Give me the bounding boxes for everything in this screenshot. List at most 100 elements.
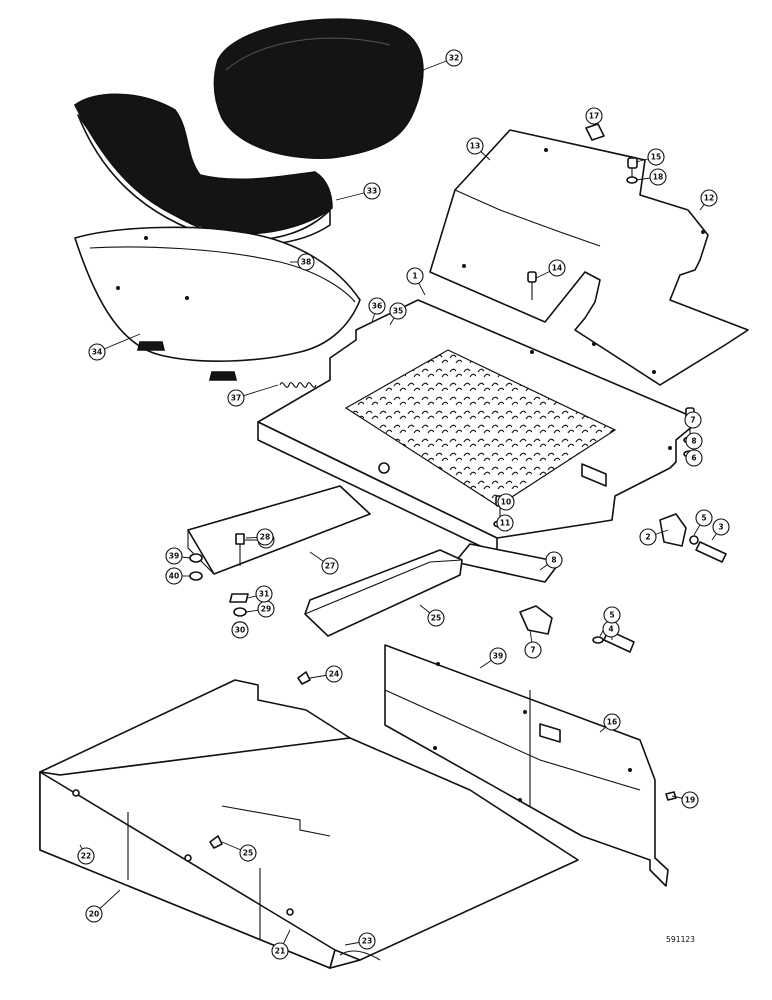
callout-circle [445,49,463,67]
callout-11: 11 [496,514,514,532]
callout-36: 36 [368,297,386,315]
callout-labels: 1234556778810111213141516171819202122232… [77,49,730,960]
callout-1: 1 [406,267,424,285]
callout-8: 8 [545,551,563,569]
callout-circle [271,942,289,960]
callout-7: 7 [684,411,702,429]
callout-circle [489,647,507,665]
callout-31: 31 [255,585,273,603]
callout-number: 12 [704,194,714,203]
callout-30: 30 [231,621,249,639]
callout-number: 21 [275,947,285,956]
callout-number: 7 [530,646,535,655]
callout-14: 14 [548,259,566,277]
callout-circle [639,528,657,546]
right-side-panel [384,644,677,887]
callout-circle [603,606,621,624]
callout-32: 32 [445,49,463,67]
callout-25: 25 [239,844,257,862]
callout-circle [496,514,514,532]
drawing-number: 591123 [666,935,695,944]
floor-plate [39,671,579,969]
callout-number: 33 [367,187,377,196]
callout-circle [85,905,103,923]
callout-number: 5 [609,611,614,620]
callout-27: 27 [321,557,339,575]
callout-circle [406,267,424,285]
callout-number: 1 [412,272,417,281]
callout-29: 29 [257,600,275,618]
callout-number: 28 [260,533,270,542]
callout-circle [256,528,274,546]
callout-number: 39 [493,652,503,661]
callout-number: 23 [362,937,372,946]
callout-13: 13 [466,137,484,155]
callout-circle [165,567,183,585]
lower-bracket [304,549,463,637]
callout-number: 22 [81,852,91,861]
callout-number: 4 [608,625,613,634]
callout-circle [77,847,95,865]
callout-number: 16 [607,718,617,727]
callout-number: 19 [685,796,695,805]
callout-circle [88,343,106,361]
callout-number: 8 [691,437,696,446]
callout-number: 14 [552,264,562,273]
callout-circle [231,621,249,639]
callout-number: 31 [259,590,269,599]
callout-21: 21 [271,942,289,960]
callout-number: 25 [431,614,441,623]
callout-number: 25 [243,849,253,858]
callout-24: 24 [325,665,343,683]
callout-circle [685,432,703,450]
callout-circle [227,389,245,407]
callout-circle [165,547,183,565]
seat-mounting-plate [257,299,701,555]
callout-number: 24 [329,670,339,679]
callout-number: 7 [690,416,695,425]
callout-5: 5 [695,509,713,527]
callout-number: 36 [372,302,382,311]
callout-circle [358,932,376,950]
callout-number: 5 [701,514,706,523]
callout-number: 18 [653,173,663,182]
callout-34: 34 [88,343,106,361]
callout-23: 23 [358,932,376,950]
callout-circle [524,641,542,659]
callout-circle [647,148,665,166]
callout-7: 7 [524,641,542,659]
callout-circle [585,107,603,125]
callout-number: 38 [301,258,311,267]
callout-number: 27 [325,562,335,571]
callout-circle [427,609,445,627]
callout-33: 33 [363,182,381,200]
callout-number: 11 [500,519,510,528]
callout-35: 35 [389,302,407,320]
callout-5: 5 [603,606,621,624]
callout-circle [389,302,407,320]
callout-circle [497,493,515,511]
callout-circle [363,182,381,200]
side-support-bracket [187,485,371,575]
callout-12: 12 [700,189,718,207]
callout-number: 40 [169,572,179,581]
callout-15: 15 [647,148,665,166]
callout-circle [603,713,621,731]
callout-16: 16 [603,713,621,731]
callout-2: 2 [639,528,657,546]
callout-number: 20 [89,910,99,919]
callout-circle [681,791,699,809]
callout-10: 10 [497,493,515,511]
mount-rail [454,543,561,583]
callout-37: 37 [227,389,245,407]
callout-number: 29 [261,605,271,614]
callout-circle [466,137,484,155]
callout-19: 19 [681,791,699,809]
callout-circle [255,585,273,603]
callout-18: 18 [649,168,667,186]
callout-circle [545,551,563,569]
callout-number: 6 [691,454,696,463]
callout-number: 10 [501,498,511,507]
callout-39: 39 [165,547,183,565]
